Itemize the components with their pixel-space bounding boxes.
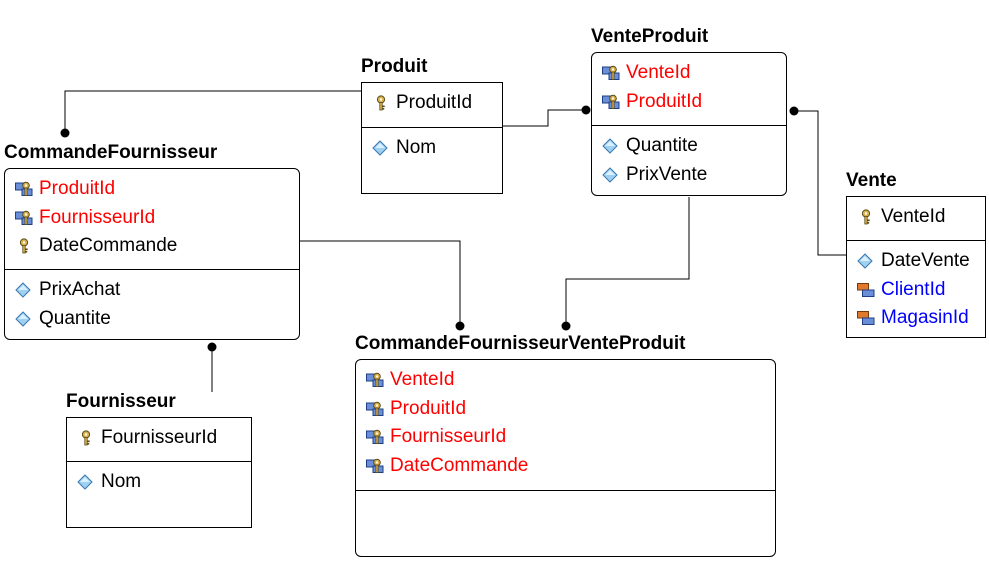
entity-produit[interactable]: ProduitId Nom	[361, 82, 503, 194]
key-icon	[861, 209, 871, 225]
field-name: Quantite	[39, 307, 111, 329]
rel-vente-venteproduit	[794, 110, 846, 256]
field-name: DateCommande	[390, 455, 529, 477]
rel-end-dot	[561, 321, 571, 331]
field-name: MagasinId	[881, 307, 969, 329]
foreign-key-icon	[602, 65, 620, 80]
field-name: FournisseurId	[390, 426, 507, 448]
field-name: VenteId	[390, 369, 455, 390]
attribute-icon	[15, 282, 31, 298]
key-icon	[19, 238, 29, 254]
field-name: PrixAchat	[39, 279, 121, 300]
foreign-key-icon	[15, 181, 33, 196]
field-name: ProduitId	[396, 92, 473, 113]
rel-venteproduit-cfvp	[565, 197, 690, 325]
foreign-key-icon	[366, 458, 384, 474]
field-name: DateCommande	[39, 235, 178, 257]
attribute-icon	[602, 166, 618, 183]
rel-end-dot	[207, 342, 217, 352]
entity-attrs-section	[356, 491, 775, 511]
attribute-icon	[857, 253, 873, 269]
entity-title-fournisseur: Fournisseur	[66, 391, 176, 412]
rel-produit-commandefournisseur	[64, 90, 361, 133]
key-icon	[376, 95, 386, 111]
rel-commandefournisseur-cfvp	[300, 240, 461, 325]
entity-keys-section: FournisseurId	[67, 418, 251, 462]
rel-end-dot	[581, 105, 591, 115]
entity-keys-section: ProduitId	[362, 83, 502, 128]
field-name: PrixVente	[626, 163, 708, 185]
entity-title-venteproduit: VenteProduit	[591, 26, 709, 47]
reference-icon	[857, 282, 875, 297]
entity-keys-section: VenteId	[847, 197, 985, 241]
field-name: FournisseurId	[101, 427, 218, 448]
field-name: ProduitId	[390, 397, 467, 419]
attribute-icon	[372, 140, 388, 156]
entity-fournisseur[interactable]: FournisseurId Nom	[66, 417, 252, 528]
foreign-key-icon	[366, 401, 384, 416]
entity-attrs-section: Nom	[67, 462, 251, 497]
foreign-key-icon	[602, 94, 620, 109]
rel-end-dot	[789, 106, 799, 116]
field-name: Quantite	[626, 135, 698, 156]
rel-produit-venteproduit	[503, 109, 586, 127]
rel-end-dot	[455, 321, 465, 331]
field-name: Nom	[396, 137, 437, 158]
reference-icon	[857, 311, 875, 326]
attribute-icon	[15, 310, 31, 327]
entity-attrs-section: Nom	[362, 128, 502, 163]
field-name: DateVente	[881, 250, 970, 271]
foreign-key-icon	[366, 430, 384, 445]
field-name: Nom	[101, 471, 142, 492]
entity-title-vente: Vente	[846, 170, 897, 191]
field-name: ProduitId	[39, 178, 116, 199]
field-name: ProduitId	[626, 90, 703, 112]
rel-end-dot	[60, 128, 70, 138]
field-name: VenteId	[881, 206, 946, 227]
field-name: FournisseurId	[39, 206, 156, 228]
foreign-key-icon	[366, 372, 384, 387]
attribute-icon	[77, 474, 93, 490]
foreign-key-icon	[15, 210, 33, 225]
field-name: VenteId	[626, 62, 691, 83]
attribute-icon	[602, 138, 618, 154]
field-name: ClientId	[881, 278, 946, 300]
key-icon	[81, 430, 91, 446]
entity-title-produit: Produit	[361, 56, 428, 77]
entity-title-commandefournisseur: CommandeFournisseur	[4, 142, 218, 163]
entity-title-cfvp: CommandeFournisseurVenteProduit	[355, 333, 686, 354]
